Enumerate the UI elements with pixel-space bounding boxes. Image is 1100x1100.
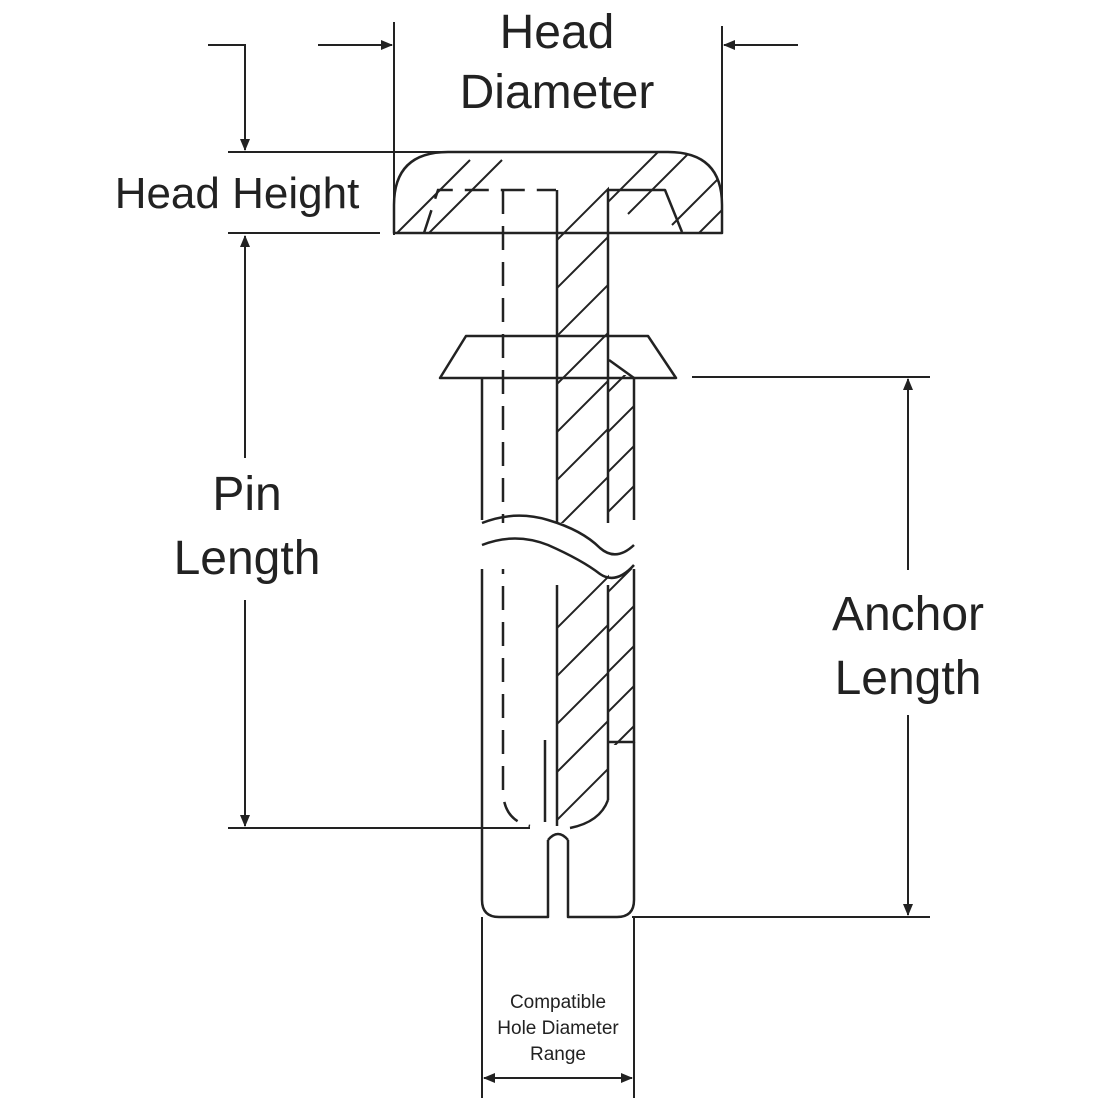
- head-height-label: Head Height: [115, 169, 360, 218]
- anchor-length-label-line1: Anchor: [832, 588, 984, 641]
- anchor-body: [438, 190, 678, 919]
- head-diameter-label-line1: Head: [500, 6, 615, 59]
- pin-length-dimension: [228, 235, 530, 829]
- anchor-length-dimension: [632, 376, 930, 918]
- anchor-length-label-line2: Length: [835, 652, 982, 705]
- hole-range-label-line1: Compatible: [510, 992, 606, 1013]
- break-lines: [470, 514, 650, 580]
- hole-range-dimension: [481, 917, 635, 1098]
- hole-range-label-line2: Hole Diameter: [497, 1018, 619, 1039]
- hole-range-label-line3: Range: [530, 1044, 586, 1065]
- pin-length-label-line2: Length: [174, 532, 321, 585]
- pin-stem: [555, 186, 610, 830]
- pin-head: [392, 150, 724, 235]
- head-height-dimension: [208, 44, 448, 234]
- head-diameter-label-line2: Diameter: [460, 66, 655, 119]
- pin-length-label-line1: Pin: [212, 468, 281, 521]
